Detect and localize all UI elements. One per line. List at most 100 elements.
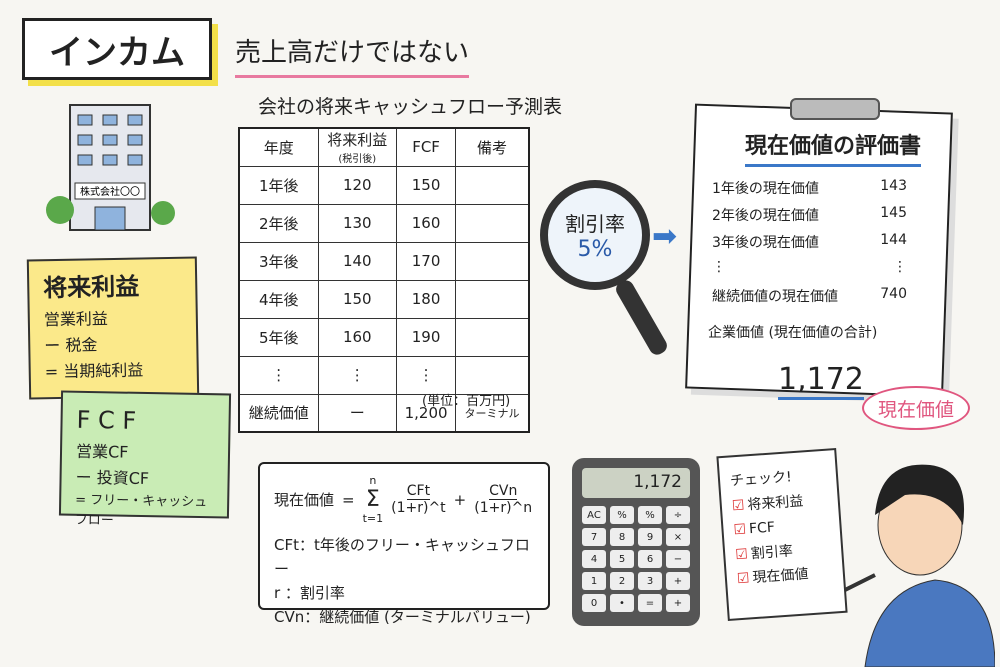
building-illustration: 株式会社〇〇 [46,104,175,231]
note-line: ー 投資CF [75,467,150,489]
checklist-notebook: チェック! ☑将来利益☑FCF☑割引率☑現在価値 [716,448,848,621]
formula-definition: CFt：t年後のフリー・キャッシュフロー [274,536,530,578]
calculator-key: 0 [582,594,606,612]
table-cell [455,241,530,281]
calculator-key: 3 [638,572,662,590]
checkbox-checked-icon: ☑ [736,570,751,588]
formula-lhs: 現在価値 [274,491,335,509]
table-cell: 継続価値 [238,393,319,433]
table-cell: ⋮ [238,355,319,395]
pv-label: 3年後の現在価値 [712,235,819,251]
fraction-numerator: CVn [489,483,518,500]
note-line: 営業CF [75,442,129,463]
pv-label: 1年後の現在価値 [712,181,819,197]
table-cell: ⋮ [317,355,398,395]
present-value-item: 継続価値の現在価値 740 [712,286,907,306]
pv-value: 143 [880,178,907,194]
table-cell: 150 [396,165,457,205]
header-cell: 備考 [455,127,530,167]
calculator-key: + [666,594,690,612]
pv-value: 740 [880,286,907,302]
note-line: 営業利益 [43,309,109,330]
table-cell: 2年後 [238,203,319,243]
table-title: 会社の将来キャッシュフロー予測表 [258,96,563,118]
table-cell: 1年後 [238,165,319,205]
table-cell [455,203,530,243]
calculator-key: × [666,528,690,546]
table-header-row: 年度 将来利益(税引後) FCF 備考 [238,127,530,167]
checklist-label: FCF [748,519,776,538]
sum-top: n [369,474,377,487]
calculator-key: 8 [610,528,634,546]
person-illustration [845,464,995,667]
calculator-key: 1 [582,572,606,590]
pv-label: 継続価値の現在価値 [712,289,838,305]
sum-sign: Σ [365,487,380,512]
table-cell: 130 [317,203,398,243]
header-cell: 将来利益(税引後) [317,127,398,167]
calculator-display: 1,172 [582,468,690,498]
present-value-item: 1年後の現在価値 143 [712,178,907,198]
table-cell: 150 [317,279,398,319]
fraction-denominator: (1+r)^n [474,500,533,516]
table-cell: 3年後 [238,241,319,281]
note-heading: F C F [76,405,137,435]
pv-value: 144 [880,232,907,248]
formula-definition: CVn：継続価値 (ターミナルバリュー) [274,608,531,626]
table-cell [455,355,530,395]
building-sign: 株式会社〇〇 [80,185,140,198]
unit-note: (単位：百万円) [422,394,511,409]
calculator-key: ÷ [666,506,690,524]
table-cell: 160 [396,203,457,243]
table-cell: 4年後 [238,279,319,319]
table-cell: ⋮ [396,355,457,395]
sheet-title: 現在価値の評価書 [745,128,922,167]
table-cell: 5年後 [238,317,319,357]
formula-definition: r ：割引率 [274,584,345,602]
fraction-denominator: (1+r)^t [391,500,446,516]
header-cell: 年度 [238,127,319,167]
future-profit-note: 将来利益 営業利益 ー 税金 = 当期純利益 [26,256,200,400]
table-cell: 180 [396,279,457,319]
header-cell: FCF [396,127,457,167]
table-row: ⋮⋮⋮ [238,355,530,395]
discount-rate-label: 割引率 [565,212,625,236]
discount-rate-value: 5% [577,237,613,262]
pv-value: 145 [880,205,907,221]
fraction-numerator: CFt [406,483,431,500]
arrow-right-icon: ➡ [652,219,678,254]
calculator-key: • [610,594,634,612]
checkbox-checked-icon: ☑ [731,497,745,514]
present-value-item: ⋮⋮ [712,259,907,275]
fcf-note: F C F 営業CF ー 投資CF = フリー・キャッシュフロー [58,390,232,529]
table-cell: 120 [317,165,398,205]
clipboard-clip-icon [790,98,880,120]
pv-label: ⋮ [712,259,726,275]
table-cell: 140 [317,241,398,281]
calculator-key: 2 [610,572,634,590]
formula-plus: + [453,490,467,509]
calculator-key: 9 [638,528,662,546]
table-cell [455,279,530,319]
note-heading: 将来利益 [43,272,140,303]
enterprise-value: 1,172 [778,362,864,400]
calculator-key: AC [582,506,606,524]
checkbox-checked-icon: ☑ [734,545,749,563]
calculator-key: % [610,506,634,524]
calculator-key: = [638,594,662,612]
subtitle: 売上高だけではない [235,32,470,78]
calculator-key: 7 [582,528,606,546]
table-cell: 170 [396,241,457,281]
table-cell [455,317,530,357]
table-cell: ー [317,393,398,433]
checklist-label: 将来利益 [746,492,804,513]
present-value-stamp: 現在価値 [862,386,970,430]
note-line: ー 税金 [44,335,98,356]
